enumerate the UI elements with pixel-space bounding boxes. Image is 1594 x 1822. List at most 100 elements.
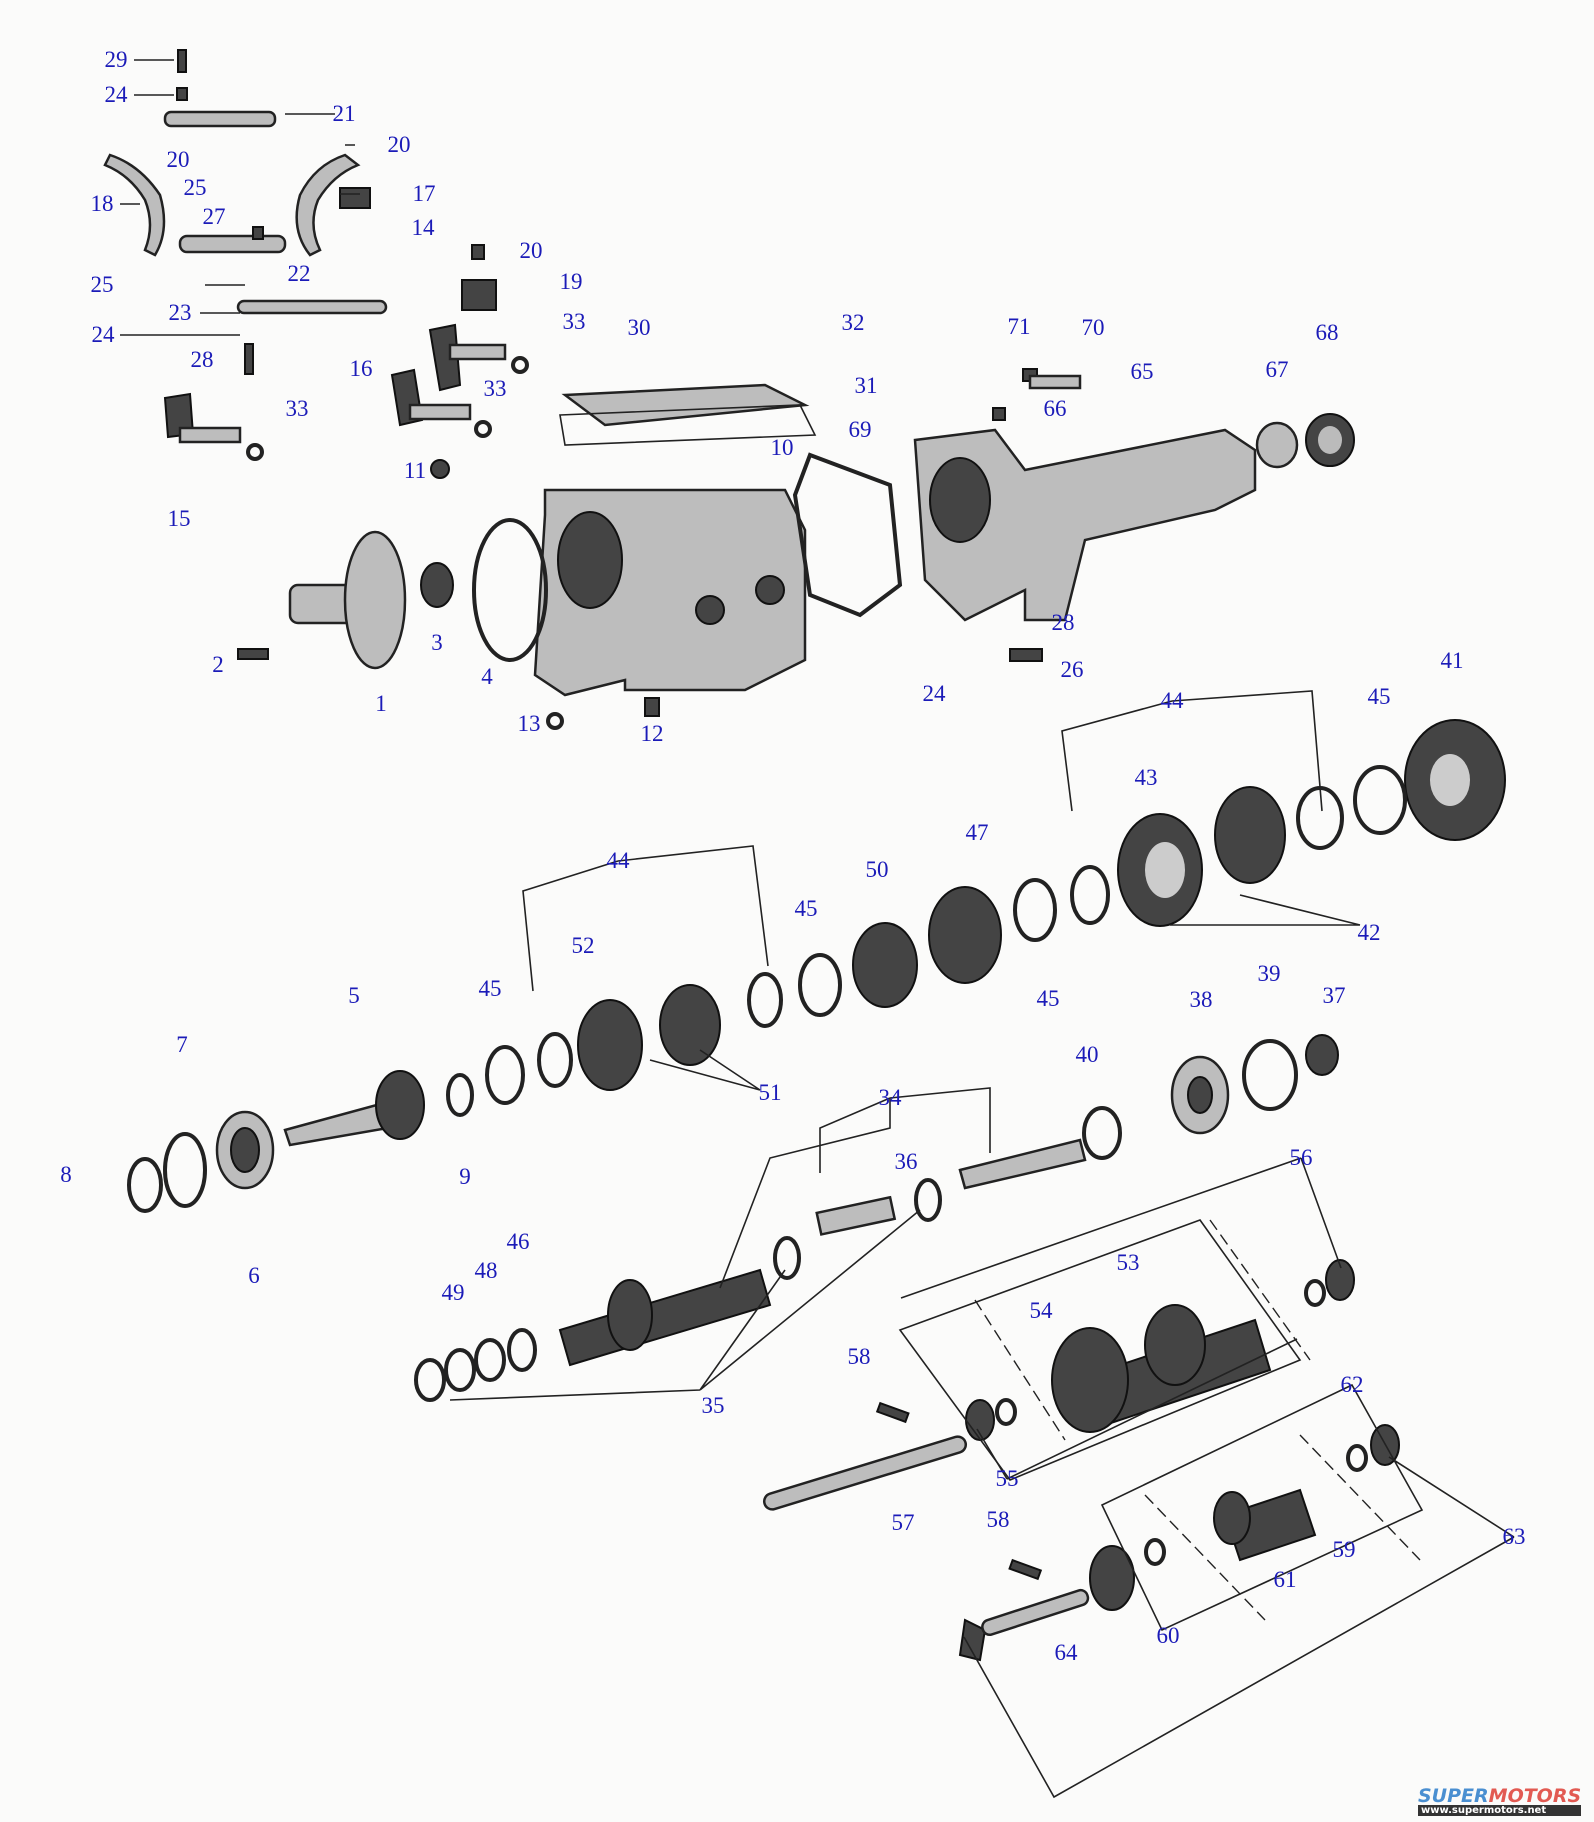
small-hardware xyxy=(176,49,1082,730)
part-label: 49 xyxy=(441,1280,465,1305)
part-label: 57 xyxy=(891,1510,915,1535)
part-label: 67 xyxy=(1265,357,1289,382)
part-label: 58 xyxy=(847,1344,871,1369)
shift-rail-21 xyxy=(163,110,277,128)
part-label: 40 xyxy=(1075,1042,1099,1067)
part-label: 66 xyxy=(1043,396,1067,421)
synchro-sleeve-51 xyxy=(577,999,643,1091)
part-label: 55 xyxy=(995,1466,1019,1491)
reverse-idler-59 xyxy=(1213,1488,1317,1562)
part-label: 9 xyxy=(459,1164,471,1189)
bearing-9 xyxy=(446,1073,474,1117)
part-label: 54 xyxy=(1029,1298,1053,1323)
part-label: 11 xyxy=(403,458,427,483)
part-label: 6 xyxy=(248,1263,260,1288)
part-label: 2 xyxy=(212,652,224,677)
shift-rail-23 xyxy=(236,299,388,315)
part-label: 24 xyxy=(104,82,128,107)
synchro-ring-45-c xyxy=(798,953,842,1017)
part-label: 28 xyxy=(1051,610,1075,635)
part-label: 44 xyxy=(1160,688,1184,713)
part-label: 61 xyxy=(1273,1567,1297,1592)
idler-shaft-64 xyxy=(981,1588,1090,1637)
part-label: 39 xyxy=(1257,961,1281,986)
part-label: 15 xyxy=(167,506,191,531)
part-label: 17 xyxy=(412,181,436,206)
gear-47 xyxy=(928,886,1002,984)
part-label: 65 xyxy=(1130,359,1154,384)
part-label: 63 xyxy=(1502,1524,1526,1549)
logo-url: www.supermotors.net xyxy=(1418,1805,1582,1816)
gasket-69 xyxy=(792,452,903,618)
supermotors-logo: SUPERMOTORS www.supermotors.net xyxy=(1418,1785,1582,1816)
synchro-ring-45-d xyxy=(485,1045,525,1105)
part-label: 24 xyxy=(91,322,115,347)
snap-ring-44-a xyxy=(1296,786,1344,850)
part-label: 41 xyxy=(1440,648,1464,673)
part-label: 36 xyxy=(894,1149,918,1174)
part-label: 18 xyxy=(90,191,114,216)
part-label: 47 xyxy=(965,820,989,845)
bearing-retainer-1 xyxy=(288,530,407,670)
input-shaft-5 xyxy=(283,1070,425,1147)
part-label: 48 xyxy=(474,1258,498,1283)
part-label: 45 xyxy=(794,896,818,921)
thrust-washers-56 xyxy=(1304,1259,1355,1307)
shift-lever-16 xyxy=(390,368,472,427)
synchro-hub-52 xyxy=(659,984,721,1066)
part-label: 24 xyxy=(922,681,946,706)
part-label: 45 xyxy=(1367,684,1391,709)
part-label: 45 xyxy=(1036,986,1060,1011)
synchro-ring-45-b xyxy=(1013,878,1057,942)
seal-68 xyxy=(1305,413,1355,467)
shift-rail-22 xyxy=(178,234,287,254)
part-label: 20 xyxy=(387,132,411,157)
part-label: 42 xyxy=(1357,920,1381,945)
part-label: 8 xyxy=(60,1162,72,1187)
pin-58-a xyxy=(875,1401,910,1424)
part-label: 33 xyxy=(483,376,507,401)
part-label: 23 xyxy=(168,300,192,325)
part-label: 20 xyxy=(166,147,190,172)
part-label: 3 xyxy=(431,630,443,655)
gear-60 xyxy=(1089,1545,1135,1611)
part-label: 53 xyxy=(1116,1250,1140,1275)
transmission-case xyxy=(533,488,807,697)
needle-bearings-54 xyxy=(974,1219,1311,1441)
part-label: 59 xyxy=(1332,1537,1356,1562)
part-label: 68 xyxy=(1315,320,1339,345)
part-label: 26 xyxy=(1060,657,1084,682)
part-label: 25 xyxy=(183,175,207,200)
part-label: 51 xyxy=(758,1080,782,1105)
part-label: 32 xyxy=(841,310,865,335)
part-label: 69 xyxy=(848,417,872,442)
part-label: 12 xyxy=(640,721,664,746)
part-label: 43 xyxy=(1134,765,1158,790)
part-label: 31 xyxy=(854,373,878,398)
part-label: 46 xyxy=(506,1229,530,1254)
part-label: 19 xyxy=(559,269,583,294)
part-label: 28 xyxy=(190,347,214,372)
part-label: 60 xyxy=(1156,1623,1180,1648)
part-label: 33 xyxy=(285,396,309,421)
part-label: 7 xyxy=(176,1032,188,1057)
part-label: 34 xyxy=(878,1085,902,1110)
countershaft-57 xyxy=(762,1435,968,1511)
part-label: 21 xyxy=(332,101,356,126)
shift-fork-17 xyxy=(295,153,371,257)
snap-ring-44-c xyxy=(747,972,783,1028)
shift-lever-19 xyxy=(461,279,497,311)
shift-lever-15 xyxy=(163,392,242,444)
gear-41 xyxy=(1404,719,1506,841)
part-label: 70 xyxy=(1081,315,1105,340)
cover-30 xyxy=(559,383,817,446)
part-label: 38 xyxy=(1189,987,1213,1012)
logo-brand-b: MOTORS xyxy=(1488,1785,1582,1807)
part-label: 13 xyxy=(517,711,541,736)
part-label: 14 xyxy=(411,215,435,240)
part-label: 5 xyxy=(348,983,360,1008)
snap-ring-44-b xyxy=(1070,865,1110,925)
part-label: 50 xyxy=(865,857,889,882)
thrust-washers-55 xyxy=(965,1398,1017,1441)
